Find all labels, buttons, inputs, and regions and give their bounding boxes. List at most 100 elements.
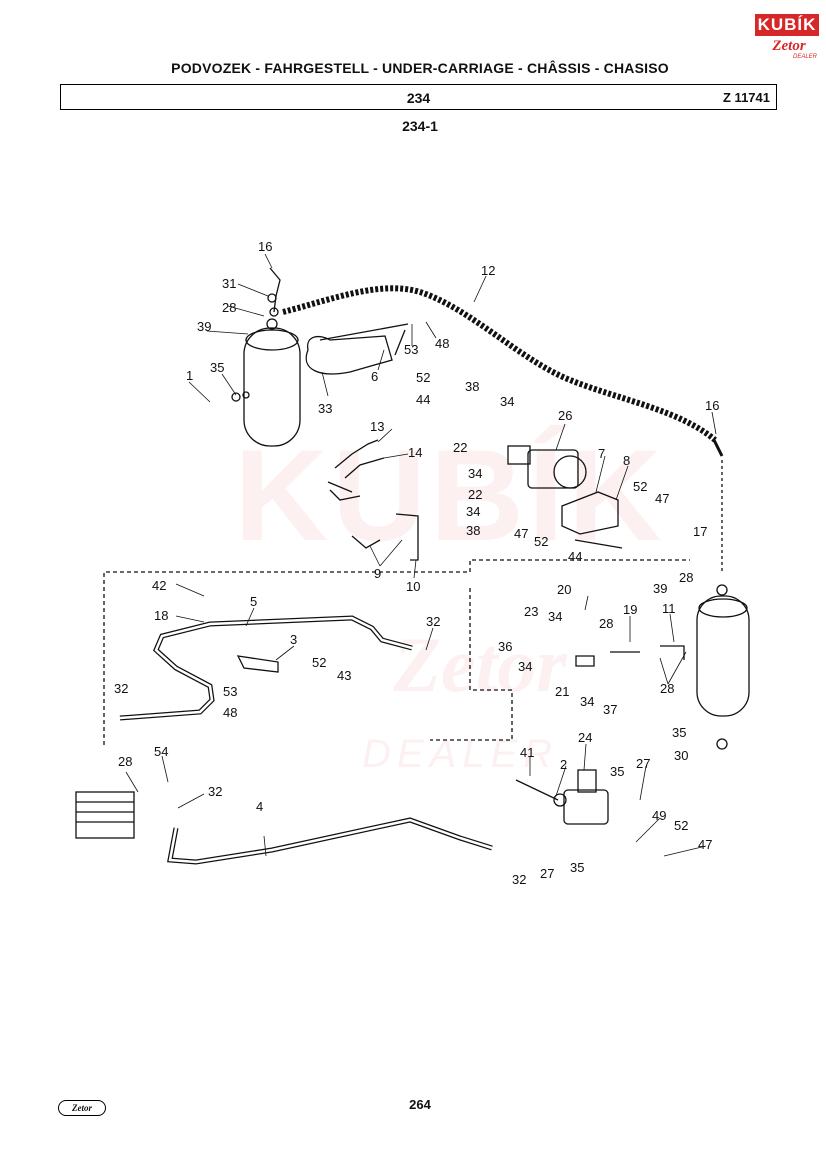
callout-label: 48 bbox=[223, 705, 237, 720]
callout-label: 34 bbox=[468, 466, 482, 481]
callout-label: 39 bbox=[653, 581, 667, 596]
callout-label: 16 bbox=[258, 239, 272, 254]
valve-assembly bbox=[507, 445, 587, 489]
figure-number: 234-1 bbox=[402, 118, 438, 134]
callout-label: 35 bbox=[672, 725, 686, 740]
callout-label: 21 bbox=[555, 684, 569, 699]
callout-label: 32 bbox=[208, 784, 222, 799]
air-tank-right bbox=[696, 584, 750, 750]
page-title: PODVOZEK - FAHRGESTELL - UNDER-CARRIAGE … bbox=[171, 60, 669, 76]
logo-kubik-text: KUBÍK bbox=[755, 14, 819, 36]
callout-label: 20 bbox=[557, 582, 571, 597]
pressure-regulator bbox=[515, 769, 609, 825]
callout-label: 33 bbox=[318, 401, 332, 416]
callout-label: 39 bbox=[197, 319, 211, 334]
callout-label: 9 bbox=[374, 566, 381, 581]
callout-label: 22 bbox=[468, 487, 482, 502]
mounting-plate bbox=[561, 491, 619, 535]
callout-label: 52 bbox=[416, 370, 430, 385]
callout-label: 10 bbox=[406, 579, 420, 594]
watermark-zetor: Zetor bbox=[393, 621, 567, 708]
callout-label: 17 bbox=[693, 524, 707, 539]
pipe-4 bbox=[167, 817, 493, 865]
header-box: 234 Z 11741 bbox=[60, 84, 777, 110]
callout-label: 35 bbox=[210, 360, 224, 375]
callout-label: 13 bbox=[370, 419, 384, 434]
callout-label: 32 bbox=[114, 681, 128, 696]
callout-label: 54 bbox=[154, 744, 168, 759]
callout-label: 26 bbox=[558, 408, 572, 423]
callout-label: 22 bbox=[453, 440, 467, 455]
callout-label: 30 bbox=[674, 748, 688, 763]
strap bbox=[305, 335, 393, 375]
bracket bbox=[351, 513, 419, 561]
group-number: 234 bbox=[406, 90, 431, 106]
watermark-dealer: DEALER bbox=[361, 732, 559, 776]
air-tank-left bbox=[231, 318, 301, 447]
drawing-number: Z 11741 bbox=[723, 90, 770, 105]
callout-label: 28 bbox=[599, 616, 613, 631]
callout-label: 47 bbox=[514, 526, 528, 541]
callout-label: 34 bbox=[500, 394, 514, 409]
callout-label: 8 bbox=[623, 453, 630, 468]
callout-label: 31 bbox=[222, 276, 236, 291]
callout-label: 44 bbox=[416, 392, 430, 407]
callout-label: 35 bbox=[570, 860, 584, 875]
callout-label: 47 bbox=[698, 837, 712, 852]
callout-label: 7 bbox=[598, 446, 605, 461]
callout-label: 14 bbox=[408, 445, 422, 460]
callout-labels: 1 35 39 28 31 16 12 33 6 53 48 52 44 38 … bbox=[114, 239, 719, 887]
logo-dealer-text: DEALER bbox=[792, 54, 817, 60]
callout-label: 28 bbox=[118, 754, 132, 769]
callout-label: 38 bbox=[466, 523, 480, 538]
footer-zetor-logo: Zetor bbox=[58, 1100, 106, 1116]
callout-label: 32 bbox=[512, 872, 526, 887]
callout-label: 48 bbox=[435, 336, 449, 351]
callout-label: 47 bbox=[655, 491, 669, 506]
callout-label: 53 bbox=[223, 684, 237, 699]
callout-label: 52 bbox=[633, 479, 647, 494]
callout-label: 37 bbox=[603, 702, 617, 717]
callout-label: 43 bbox=[337, 668, 351, 683]
braided-hose bbox=[282, 285, 717, 443]
callout-label: 5 bbox=[250, 594, 257, 609]
callout-label: 28 bbox=[222, 300, 236, 315]
callout-label: 34 bbox=[466, 504, 480, 519]
callout-label: 42 bbox=[152, 578, 166, 593]
callout-label: 52 bbox=[534, 534, 548, 549]
callout-label: 27 bbox=[636, 756, 650, 771]
callout-label: 41 bbox=[520, 745, 534, 760]
callout-label: 27 bbox=[540, 866, 554, 881]
callout-label: 18 bbox=[154, 608, 168, 623]
callout-label: 24 bbox=[578, 730, 592, 745]
kubik-zetor-logo: KUBÍK Zetor DEALER bbox=[755, 14, 819, 66]
callout-label: 32 bbox=[426, 614, 440, 629]
callout-label: 34 bbox=[518, 659, 532, 674]
callout-label: 34 bbox=[548, 609, 562, 624]
page-number: 264 bbox=[409, 1097, 431, 1112]
callout-label: 23 bbox=[524, 604, 538, 619]
callout-label: 52 bbox=[312, 655, 326, 670]
pipe-5 bbox=[119, 615, 413, 721]
callout-label: 28 bbox=[679, 570, 693, 585]
callout-label: 12 bbox=[481, 263, 495, 278]
callout-label: 16 bbox=[705, 398, 719, 413]
callout-label: 4 bbox=[256, 799, 263, 814]
callout-label: 52 bbox=[674, 818, 688, 833]
callout-label: 1 bbox=[186, 368, 193, 383]
callout-label: 6 bbox=[371, 369, 378, 384]
callout-label: 49 bbox=[652, 808, 666, 823]
brake-lines bbox=[327, 439, 385, 501]
callout-label: 35 bbox=[610, 764, 624, 779]
logo-zetor-text: Zetor bbox=[772, 38, 806, 54]
callout-label: 34 bbox=[580, 694, 594, 709]
callout-label: 2 bbox=[560, 757, 567, 772]
callout-label: 44 bbox=[568, 549, 582, 564]
callout-label: 3 bbox=[290, 632, 297, 647]
callout-label: 11 bbox=[662, 601, 676, 616]
callout-label: 53 bbox=[404, 342, 418, 357]
callout-label: 38 bbox=[465, 379, 479, 394]
callout-label: 36 bbox=[498, 639, 512, 654]
callout-label: 28 bbox=[660, 681, 674, 696]
